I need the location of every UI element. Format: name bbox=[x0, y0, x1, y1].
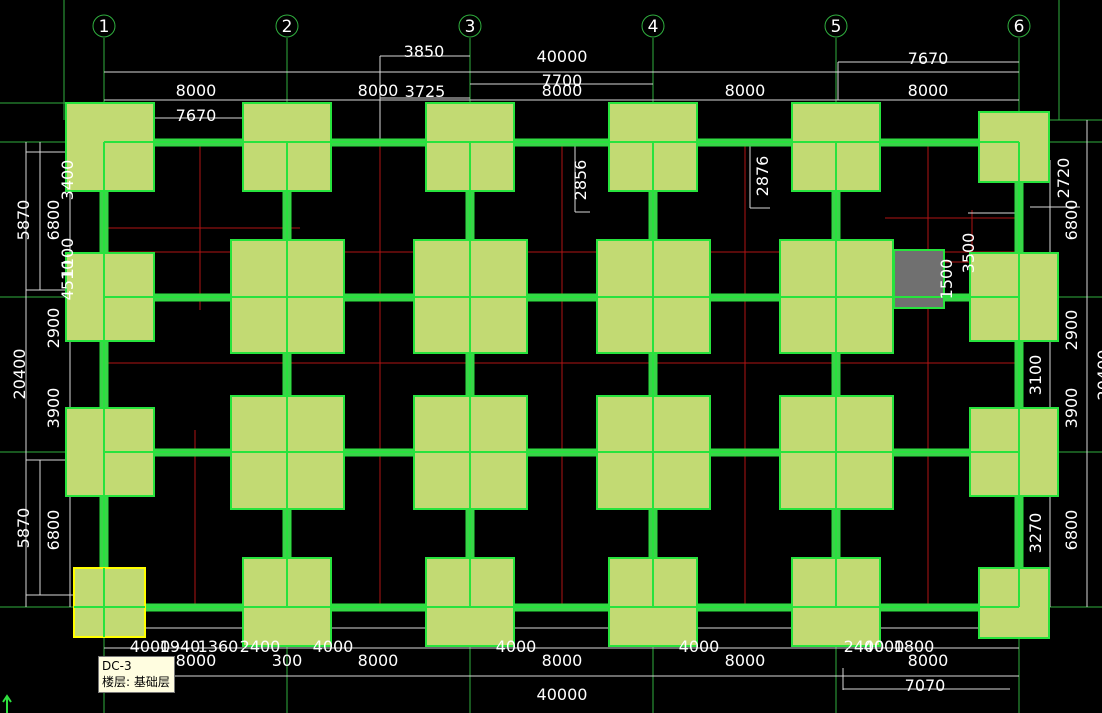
dim-bottom-extra: 7070 bbox=[905, 676, 946, 695]
right-dimensions: 2720 6800 2900 3900 6800 3100 3270 3500 … bbox=[937, 158, 1102, 554]
dim-top-extra: 7670 bbox=[908, 49, 949, 68]
axis-bubble-4: 4 bbox=[641, 14, 665, 38]
dim-right: 2900 bbox=[1062, 310, 1081, 351]
dim-top-span: 8000 bbox=[176, 81, 217, 100]
gray-block[interactable] bbox=[893, 249, 945, 309]
left-dimensions: 20400 5870 6800 3400 4510 1100 2900 3900… bbox=[10, 160, 77, 551]
dim-bottom-span: 8000 bbox=[176, 651, 217, 670]
dim-bottom-span: 8000 bbox=[725, 651, 766, 670]
pad-footing bbox=[65, 102, 155, 192]
dim-bottom-span: 8000 bbox=[542, 651, 583, 670]
beam-centerlines bbox=[103, 141, 1020, 608]
dim-left: 5870 bbox=[14, 200, 33, 241]
bottom-dimensions: 4000 1940 1360 2400 300 4000 4000 4000 2… bbox=[130, 637, 949, 704]
dim-left: 2900 bbox=[44, 308, 63, 349]
svg-text:1: 1 bbox=[99, 17, 110, 37]
dim-bottom-span: 8000 bbox=[908, 651, 949, 670]
dim-top-extra: 3850 bbox=[404, 42, 445, 61]
dim-bottom-extra: 4000 bbox=[679, 637, 720, 656]
tooltip-floor: 楼层: 基础层 bbox=[102, 675, 170, 689]
dim-bottom-overall: 40000 bbox=[537, 685, 588, 704]
axis-bubble-1: 1 bbox=[92, 14, 116, 38]
dim-right: 3500 bbox=[959, 233, 978, 274]
dim-bottom-span: 8000 bbox=[358, 651, 399, 670]
pad-footing bbox=[978, 567, 1050, 639]
dim-mid: 2876 bbox=[753, 156, 772, 197]
dim-right: 6800 bbox=[1062, 200, 1081, 241]
tooltip-name: DC-3 bbox=[102, 659, 132, 673]
axis-bubbles: 1 2 3 4 5 6 bbox=[92, 14, 1031, 38]
element-tooltip: DC-3 楼层: 基础层 bbox=[98, 656, 175, 693]
dim-bottom-extra: 1360 bbox=[198, 637, 239, 656]
dim-left: 3400 bbox=[58, 160, 77, 201]
svg-text:5: 5 bbox=[831, 17, 842, 37]
dim-top-extra: 3725 bbox=[405, 82, 446, 101]
dim-top-span: 8000 bbox=[358, 81, 399, 100]
dim-right: 6800 bbox=[1062, 510, 1081, 551]
svg-text:6: 6 bbox=[1014, 17, 1025, 37]
axis-bubble-6: 6 bbox=[1007, 14, 1031, 38]
dim-top-span: 8000 bbox=[908, 81, 949, 100]
middle-dimensions: 2856 2876 bbox=[571, 156, 772, 201]
ucs-icon bbox=[2, 694, 12, 713]
reference-lines bbox=[104, 142, 1019, 607]
dim-right: 3100 bbox=[1026, 355, 1045, 396]
dim-top-extra: 7700 bbox=[542, 71, 583, 90]
dim-left: 3900 bbox=[44, 388, 63, 429]
dim-left: 4510 bbox=[58, 260, 77, 301]
dim-bottom-extra: 2400 bbox=[240, 637, 281, 656]
dim-left: 5870 bbox=[14, 508, 33, 549]
dim-right: 20400 bbox=[1094, 350, 1102, 401]
dim-left: 6800 bbox=[44, 510, 63, 551]
dim-right: 1500 bbox=[937, 259, 956, 300]
dim-top-span: 8000 bbox=[542, 81, 583, 100]
dim-left: 6800 bbox=[44, 200, 63, 241]
dim-bottom-extra: 1940 bbox=[160, 637, 201, 656]
top-dimensions: 40000 8000 8000 8000 8000 8000 3850 7700… bbox=[176, 42, 949, 125]
dim-bottom-extra: 4000 bbox=[496, 637, 537, 656]
axis-bubble-3: 3 bbox=[458, 14, 482, 38]
selected-footing-dc3[interactable] bbox=[73, 567, 146, 638]
dim-right: 3900 bbox=[1062, 388, 1081, 429]
dim-bottom-extra: 4000 bbox=[864, 637, 905, 656]
dim-top-overall: 40000 bbox=[537, 47, 588, 66]
dim-top-extra: 7670 bbox=[176, 106, 217, 125]
svg-text:2: 2 bbox=[282, 17, 293, 37]
dim-mid: 2856 bbox=[571, 160, 590, 201]
axis-bubble-2: 2 bbox=[275, 14, 299, 38]
dim-bottom-extra: 4000 bbox=[313, 637, 354, 656]
axis-bubble-5: 5 bbox=[824, 14, 848, 38]
svg-text:4: 4 bbox=[648, 17, 659, 37]
pad-footing bbox=[978, 111, 1050, 183]
dim-bottom-extra: 300 bbox=[272, 651, 303, 670]
dim-bottom-extra: 1800 bbox=[894, 637, 935, 656]
svg-text:3: 3 bbox=[465, 17, 476, 37]
dim-bottom-extra: 2400 bbox=[844, 637, 885, 656]
dim-left: 20400 bbox=[10, 349, 29, 400]
dim-bottom-extra: 4000 bbox=[130, 637, 171, 656]
dim-right: 2720 bbox=[1054, 158, 1073, 199]
dim-left: 1100 bbox=[58, 238, 77, 279]
dim-top-span: 8000 bbox=[725, 81, 766, 100]
dim-right: 3270 bbox=[1026, 513, 1045, 554]
